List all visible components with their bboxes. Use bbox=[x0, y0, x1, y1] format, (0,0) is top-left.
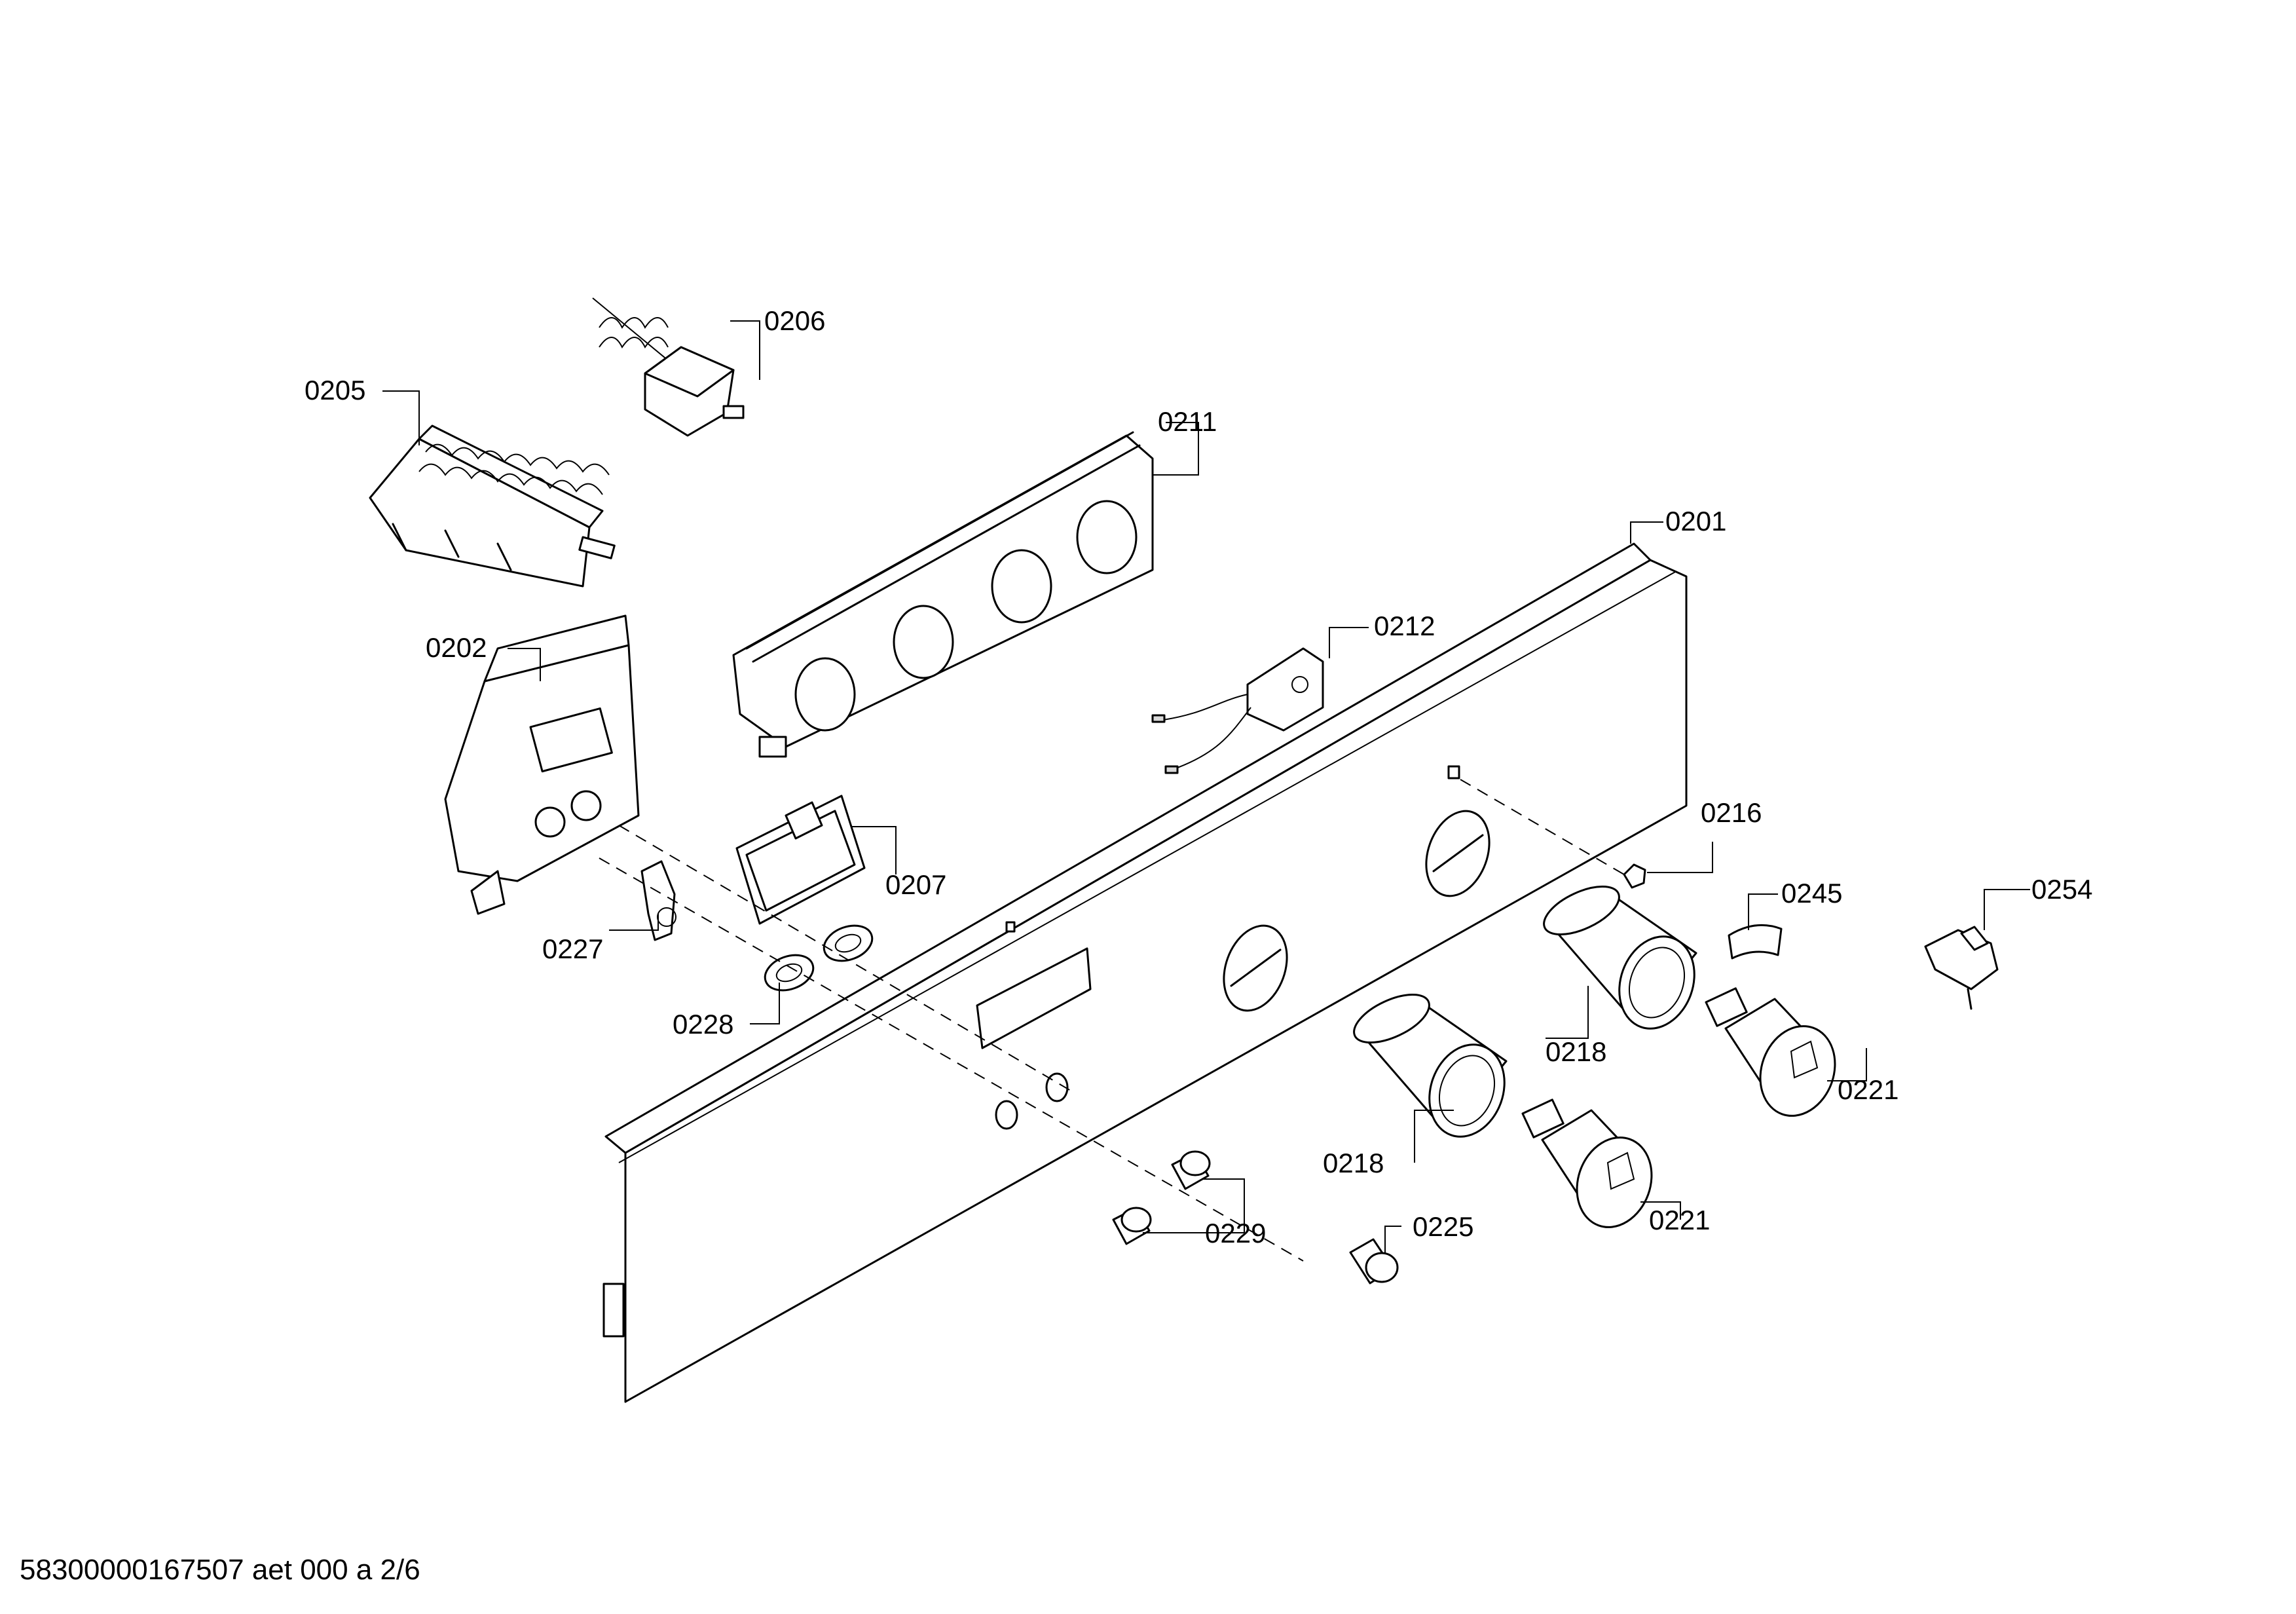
label-0218-lower: 0218 bbox=[1323, 1148, 1384, 1178]
label-0207: 0207 bbox=[885, 869, 946, 900]
label-0205: 0205 bbox=[305, 375, 365, 405]
part-0218-knob-sleeve-upper bbox=[1543, 886, 1697, 1030]
part-0245-insert bbox=[1728, 924, 1783, 960]
label-0221-lower: 0221 bbox=[1649, 1205, 1710, 1235]
label-0206: 0206 bbox=[764, 305, 825, 336]
part-labels: 0206 0205 0211 0201 0212 0202 0216 0207 … bbox=[305, 305, 2092, 1248]
label-0225: 0225 bbox=[1413, 1211, 1473, 1242]
document-footer-code: 58300000167507 aet 000 a 2/6 bbox=[20, 1554, 420, 1586]
part-0227-clip bbox=[640, 860, 676, 941]
label-0218-upper: 0218 bbox=[1546, 1036, 1606, 1067]
label-0229: 0229 bbox=[1205, 1218, 1266, 1248]
label-0201: 0201 bbox=[1665, 506, 1726, 536]
part-0202-electronic-module bbox=[444, 614, 640, 915]
part-0221-knob-lower bbox=[1521, 1098, 1653, 1228]
alignment-lines bbox=[599, 779, 1625, 1262]
label-0221-upper: 0221 bbox=[1838, 1074, 1898, 1105]
label-0228: 0228 bbox=[673, 1009, 733, 1040]
leader-lines bbox=[382, 320, 2030, 1254]
part-0225-button bbox=[1349, 1238, 1399, 1285]
label-0254: 0254 bbox=[2031, 874, 2092, 905]
label-0245: 0245 bbox=[1781, 878, 1842, 909]
part-0207-display-frame bbox=[735, 795, 866, 925]
part-0229-push-button bbox=[1112, 1150, 1211, 1245]
part-0218-knob-sleeve-lower bbox=[1353, 994, 1508, 1138]
part-0201-control-panel bbox=[602, 542, 1688, 1403]
part-0228-spring-ring bbox=[764, 924, 874, 992]
label-0227: 0227 bbox=[542, 933, 603, 964]
part-0211-switch-bracket bbox=[732, 431, 1154, 758]
part-0212-indicator-lamp bbox=[1151, 647, 1324, 774]
part-0254-holder bbox=[1924, 926, 1999, 1010]
part-0221-knob-upper bbox=[1705, 987, 1836, 1117]
label-0202: 0202 bbox=[426, 632, 487, 663]
label-0216: 0216 bbox=[1701, 797, 1762, 828]
part-0206-thermostat bbox=[592, 297, 745, 437]
label-0211: 0211 bbox=[1158, 406, 1217, 437]
label-0212: 0212 bbox=[1374, 610, 1435, 641]
part-0216-lamp-cap bbox=[1623, 863, 1646, 889]
part-0205-selector-switch bbox=[369, 424, 616, 588]
